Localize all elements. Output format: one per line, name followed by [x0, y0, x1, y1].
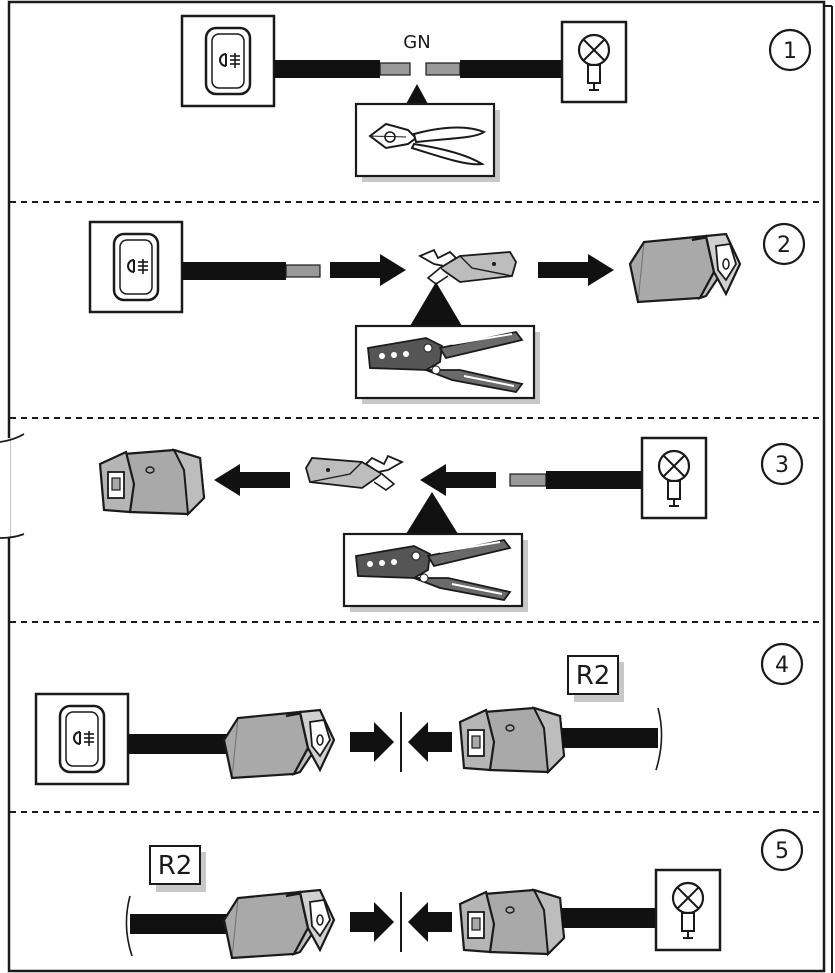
step-number: 5	[775, 839, 789, 864]
connector-tag: R2	[576, 661, 611, 691]
step-number-badge	[768, 28, 812, 72]
wire	[182, 262, 286, 280]
lamp-icon	[640, 436, 708, 520]
step-3: 3	[98, 436, 804, 614]
step-5: R2 5	[125, 828, 804, 960]
pointer-arrow-icon	[406, 492, 458, 534]
tag-box	[149, 845, 201, 885]
connector-housing-icon	[628, 232, 742, 304]
lamp-icon	[654, 868, 722, 952]
arrow-right-icon	[350, 722, 394, 762]
arrow-left-icon	[408, 902, 452, 942]
arrow-left-icon	[214, 464, 290, 496]
tag-box	[567, 655, 619, 695]
step-2: 2	[88, 220, 806, 406]
wire	[460, 60, 562, 78]
wire	[274, 60, 380, 78]
stripped-wire-end	[379, 62, 411, 76]
arrow-right-icon	[538, 254, 614, 286]
step-number: 2	[777, 233, 791, 258]
step-number: 1	[783, 39, 797, 64]
connector-housing-icon	[458, 888, 566, 956]
connector-tag: R2	[158, 851, 193, 881]
arrow-left-icon	[420, 464, 496, 496]
wire	[130, 914, 238, 934]
stripped-wire-end	[509, 473, 547, 487]
connector-housing-icon	[222, 888, 336, 960]
step-number: 4	[775, 653, 789, 678]
lamp-icon	[560, 20, 628, 104]
fog-light-switch-icon	[88, 220, 184, 314]
spade-terminal-icon	[419, 249, 517, 285]
stripped-wire-end	[425, 62, 461, 76]
connector-housing-icon	[222, 708, 336, 780]
connector-housing-icon	[458, 706, 566, 774]
step-number-badge	[760, 442, 804, 486]
side-cutter-icon	[354, 102, 502, 184]
binding-notch-top	[0, 433, 25, 443]
step-number-badge	[762, 222, 806, 266]
pointer-arrow-icon	[406, 84, 428, 104]
wire	[562, 728, 658, 748]
binding-notch-bottom	[0, 533, 25, 539]
wire-cut-end	[125, 895, 133, 957]
fog-light-switch-icon	[180, 14, 276, 108]
arrow-right-icon	[330, 254, 406, 286]
crimping-pliers-icon	[354, 324, 542, 406]
stripped-wire-end	[285, 264, 321, 278]
step-number-badge	[760, 642, 804, 686]
wire-cut-end	[655, 707, 663, 771]
connector-housing-icon	[98, 448, 206, 516]
wire-color-label: GN	[403, 32, 430, 53]
arrow-left-icon	[408, 722, 452, 762]
fog-light-switch-icon	[34, 692, 130, 786]
pointer-arrow-icon	[410, 282, 462, 326]
step-number: 3	[775, 453, 789, 478]
step-number-badge	[760, 828, 804, 872]
wire	[546, 471, 642, 489]
wire	[562, 908, 656, 928]
spade-terminal-icon	[305, 455, 403, 491]
arrow-right-icon	[350, 902, 394, 942]
step-4: R2 4	[34, 642, 804, 786]
crimping-pliers-icon	[342, 532, 530, 614]
step-1: GN 1	[180, 14, 812, 184]
wire	[128, 734, 238, 754]
